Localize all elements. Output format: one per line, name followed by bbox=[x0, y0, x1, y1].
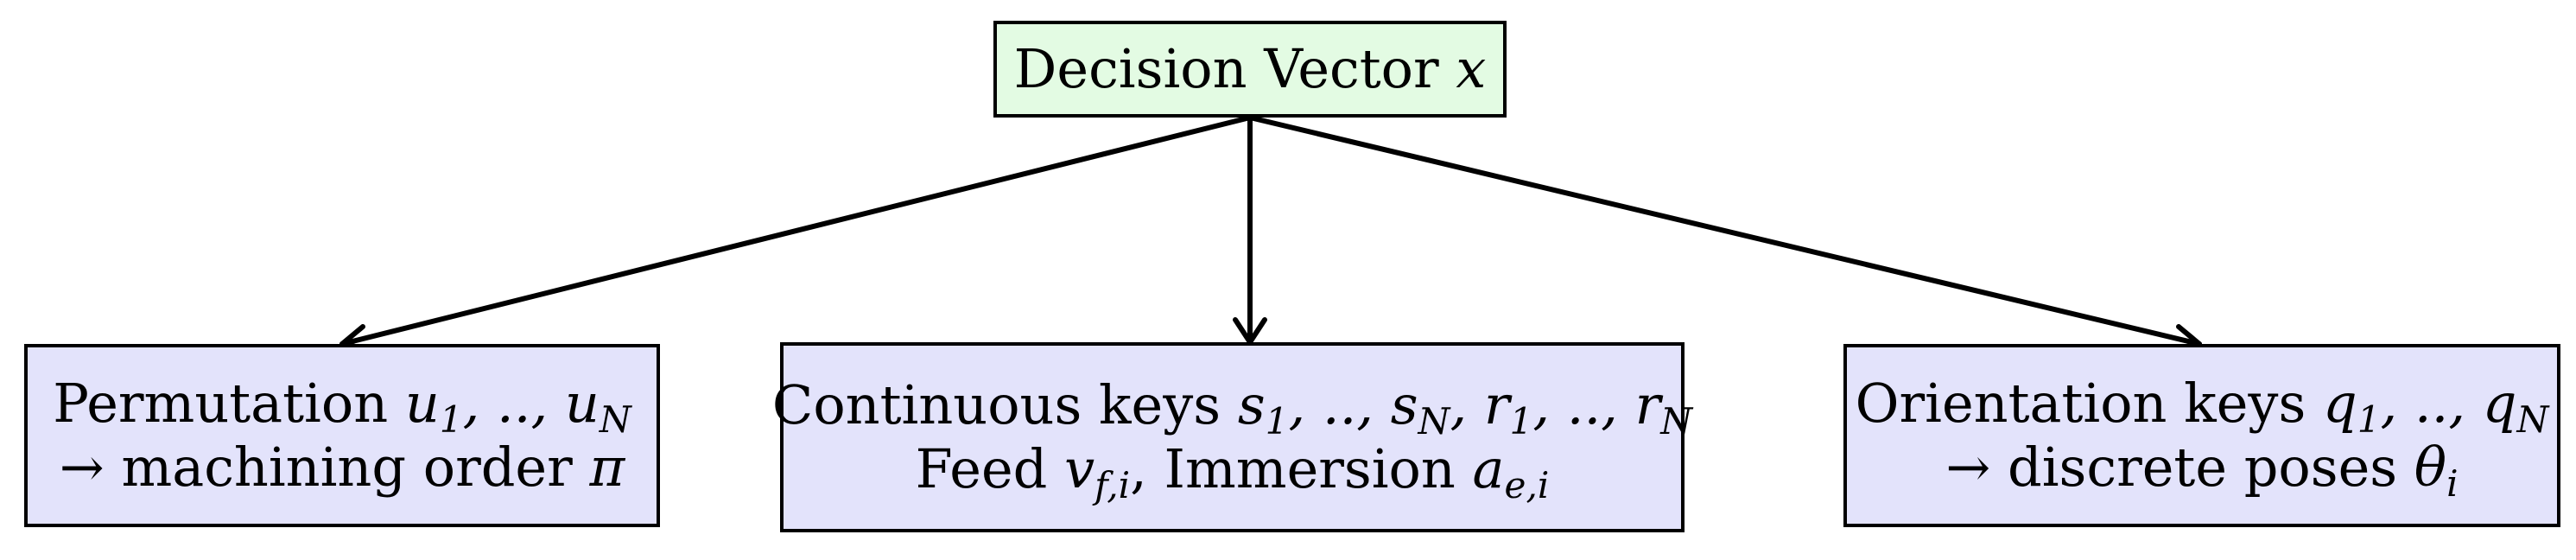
continuous-keys-node: Continuous keys s1, .., sN, r1, .., rN F… bbox=[772, 342, 1692, 532]
machining-order-text: → machining order bbox=[59, 436, 590, 499]
discrete-poses-math: θi bbox=[2414, 436, 2459, 505]
feed-math: vf,i bbox=[1064, 437, 1131, 506]
machining-order-math: π bbox=[589, 436, 625, 499]
immersion-math: ae,i bbox=[1472, 437, 1550, 506]
decision-vector-node: Decision Vector x bbox=[993, 21, 1507, 118]
orientation-keys-math: q1, .., qN bbox=[2322, 371, 2549, 441]
decision-vector-label: Decision Vector bbox=[1013, 36, 1439, 100]
continuous-keys-math: s1, .., sN, r1, .., rN bbox=[1237, 372, 1693, 442]
immersion-text: , Immersion bbox=[1130, 437, 1473, 500]
feed-text: Feed bbox=[915, 437, 1065, 500]
orientation-keys-node: Orientation keys q1, .., qN → discrete p… bbox=[1843, 344, 2560, 527]
continuous-keys-text: Continuous keys bbox=[771, 372, 1238, 436]
permutation-text: Permutation bbox=[53, 371, 405, 435]
arrow-to-permutation bbox=[339, 115, 1253, 347]
permutation-node: Permutation u1, .., uN → machining order… bbox=[24, 344, 660, 527]
arrow-to-orientation bbox=[1247, 115, 2202, 347]
permutation-math: u1, .., uN bbox=[404, 371, 631, 441]
decision-vector-var: x bbox=[1456, 36, 1487, 100]
orientation-keys-text: Orientation keys bbox=[1855, 371, 2323, 435]
discrete-poses-text: → discrete poses bbox=[1945, 436, 2414, 499]
